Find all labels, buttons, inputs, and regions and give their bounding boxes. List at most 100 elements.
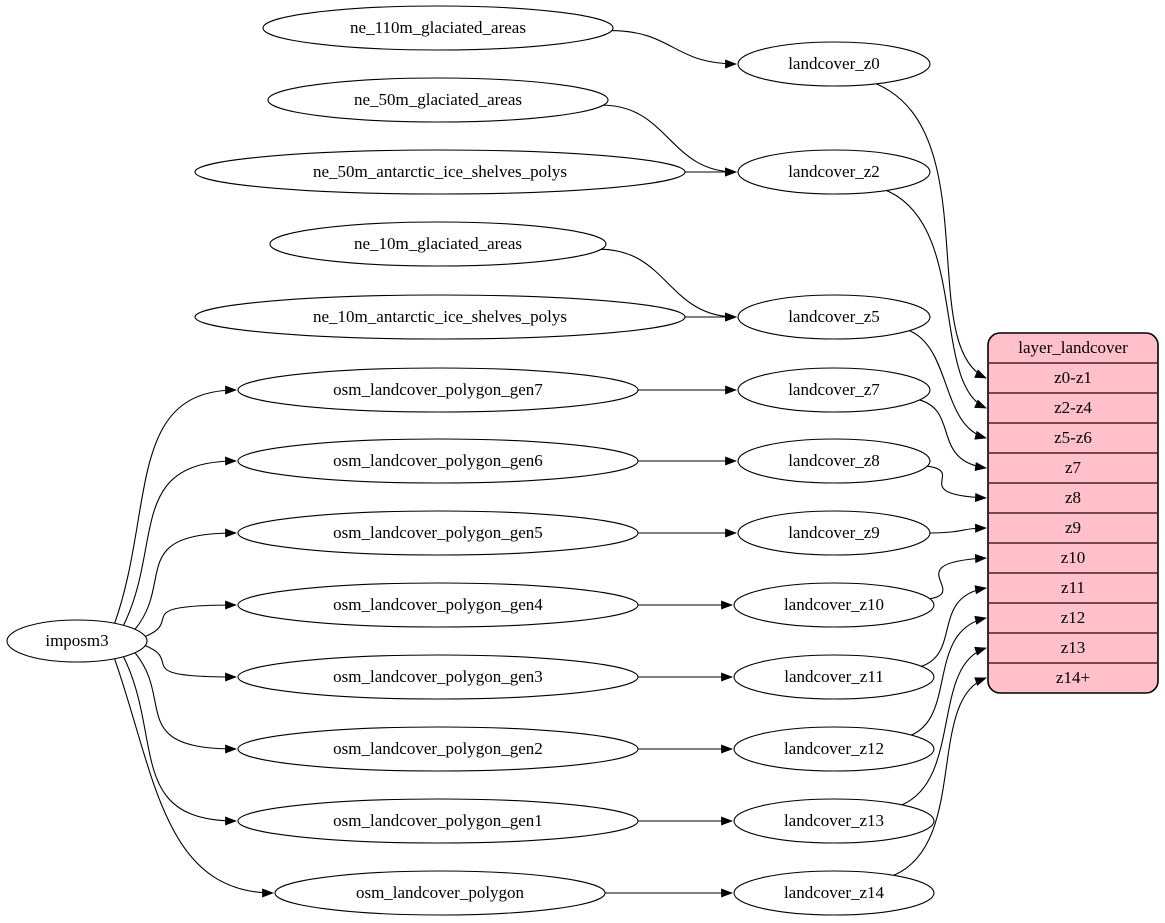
node-shape [194,294,686,340]
table-row[interactable]: z9 [1065,518,1081,537]
node-label: landcover_z13 [784,811,884,830]
edge-landcover_z5-to-table-row-2 [909,330,987,440]
table-row[interactable]: z11 [1061,578,1085,597]
edge-landcover_z13-to-table-row-9 [901,646,987,806]
node-osm_landcover_polygon[interactable]: osm_landcover_polygon [274,870,606,916]
node-shape [733,870,935,916]
node-shape [237,367,639,413]
node-shape [237,510,639,556]
node-osm_landcover_polygon_gen4[interactable]: osm_landcover_polygon_gen4 [237,582,639,628]
edge-imposm3-to-osm_landcover_polygon_gen1 [123,656,237,826]
node-shape [733,654,935,700]
node-shape [733,582,935,628]
edge-landcover_z2-to-table-row-1 [886,189,987,409]
node-label: landcover_z10 [784,595,884,614]
node-label: ne_50m_glaciated_areas [354,90,522,109]
node-landcover_z13[interactable]: landcover_z13 [733,798,935,844]
table-row[interactable]: z7 [1065,458,1082,477]
table-row[interactable]: z5-z6 [1054,428,1092,447]
node-label: ne_10m_antarctic_ice_shelves_polys [313,307,567,326]
node-label: osm_landcover_polygon_gen5 [333,523,543,542]
node-shape [737,438,931,484]
node-landcover_z12[interactable]: landcover_z12 [733,726,935,772]
edge-imposm3-to-osm_landcover_polygon [114,658,274,898]
node-shape [737,149,931,195]
node-landcover_z14[interactable]: landcover_z14 [733,870,935,916]
node-shape [194,149,686,195]
node-imposm3[interactable]: imposm3 [6,619,148,663]
node-ne_110m_glaciated_areas[interactable]: ne_110m_glaciated_areas [262,5,614,51]
node-shape [6,619,148,663]
node-label: landcover_z0 [788,54,880,73]
node-landcover_z0[interactable]: landcover_z0 [737,41,931,87]
table-row[interactable]: z0-z1 [1054,368,1092,387]
edge-ne_50m_glaciated_areas-to-landcover_z2 [601,104,737,177]
node-shape [274,870,606,916]
node-label: osm_landcover_polygon_gen7 [333,380,543,399]
node-shape [269,221,607,267]
node-landcover_z2[interactable]: landcover_z2 [737,149,931,195]
node-label: landcover_z11 [784,667,883,686]
node-shape [737,367,931,413]
layer-landcover-table: layer_landcover z0-z1 z2-z4 z5-z6 z7 z8 z9 z10 z… [987,332,1159,694]
nodes-layer: imposm3 ne_110m_glaciated_areas ne_50m_gla… [6,5,935,916]
edge-ne_10m_glaciated_areas-to-landcover_z5 [599,248,737,322]
table-row[interactable]: z8 [1065,488,1081,507]
node-osm_landcover_polygon_gen3[interactable]: osm_landcover_polygon_gen3 [237,654,639,700]
table-row[interactable]: z14+ [1056,668,1090,687]
table-row[interactable]: z12 [1061,608,1086,627]
node-shape [733,798,935,844]
table-row[interactable]: z10 [1061,548,1086,567]
node-osm_landcover_polygon_gen6[interactable]: osm_landcover_polygon_gen6 [237,438,639,484]
node-label: osm_landcover_polygon_gen3 [333,667,543,686]
edge-ne_110m_glaciated_areas-to-landcover_z0 [609,30,737,69]
node-shape [237,654,639,700]
node-shape [237,438,639,484]
table-header-label: layer_landcover [1018,338,1128,357]
edge-landcover_z14-to-table-row-10 [893,677,987,876]
edge-landcover_z11-to-table-row-7 [921,585,987,667]
node-label: landcover_z9 [788,523,880,542]
node-label: landcover_z12 [784,739,884,758]
edge-landcover_z8-to-table-row-4 [927,465,987,503]
node-label: ne_50m_antarctic_ice_shelves_polys [313,162,567,181]
node-osm_landcover_polygon_gen1[interactable]: osm_landcover_polygon_gen1 [237,798,639,844]
table-row[interactable]: z13 [1061,638,1086,657]
node-label: landcover_z7 [788,380,880,399]
node-landcover_z5[interactable]: landcover_z5 [737,294,931,340]
edge-landcover_z9-to-table-row-5 [929,523,987,534]
node-osm_landcover_polygon_gen7[interactable]: osm_landcover_polygon_gen7 [237,367,639,413]
node-label: landcover_z8 [788,451,880,470]
node-label: landcover_z14 [784,883,885,902]
node-landcover_z9[interactable]: landcover_z9 [737,510,931,556]
edge-landcover_z0-to-table-row-0 [875,83,987,379]
node-label: ne_110m_glaciated_areas [350,18,526,37]
node-landcover_z11[interactable]: landcover_z11 [733,654,935,700]
node-shape [237,798,639,844]
node-shape [737,294,931,340]
node-landcover_z7[interactable]: landcover_z7 [737,367,931,413]
node-ne_10m_antarctic_ice_shelves_polys[interactable]: ne_10m_antarctic_ice_shelves_polys [194,294,686,340]
node-ne_10m_glaciated_areas[interactable]: ne_10m_glaciated_areas [269,221,607,267]
edge-landcover_z7-to-table-row-3 [919,399,987,471]
node-osm_landcover_polygon_gen2[interactable]: osm_landcover_polygon_gen2 [237,726,639,772]
node-osm_landcover_polygon_gen5[interactable]: osm_landcover_polygon_gen5 [237,510,639,556]
node-shape [237,726,639,772]
node-label: imposm3 [45,631,108,650]
edges-layer [114,30,987,898]
edge-imposm3-to-osm_landcover_polygon_gen5 [134,528,237,630]
table-row[interactable]: z2-z4 [1054,398,1092,417]
node-landcover_z10[interactable]: landcover_z10 [733,582,935,628]
node-label: ne_10m_glaciated_areas [354,234,522,253]
node-shape [737,510,931,556]
node-label: osm_landcover_polygon_gen1 [333,811,543,830]
edge-imposm3-to-osm_landcover_polygon_gen4 [145,600,237,637]
node-shape [237,582,639,628]
node-landcover_z8[interactable]: landcover_z8 [737,438,931,484]
node-label: osm_landcover_polygon_gen2 [333,739,543,758]
node-ne_50m_antarctic_ice_shelves_polys[interactable]: ne_50m_antarctic_ice_shelves_polys [194,149,686,195]
node-ne_50m_glaciated_areas[interactable]: ne_50m_glaciated_areas [267,77,609,123]
edge-landcover_z10-to-table-row-6 [929,554,987,600]
